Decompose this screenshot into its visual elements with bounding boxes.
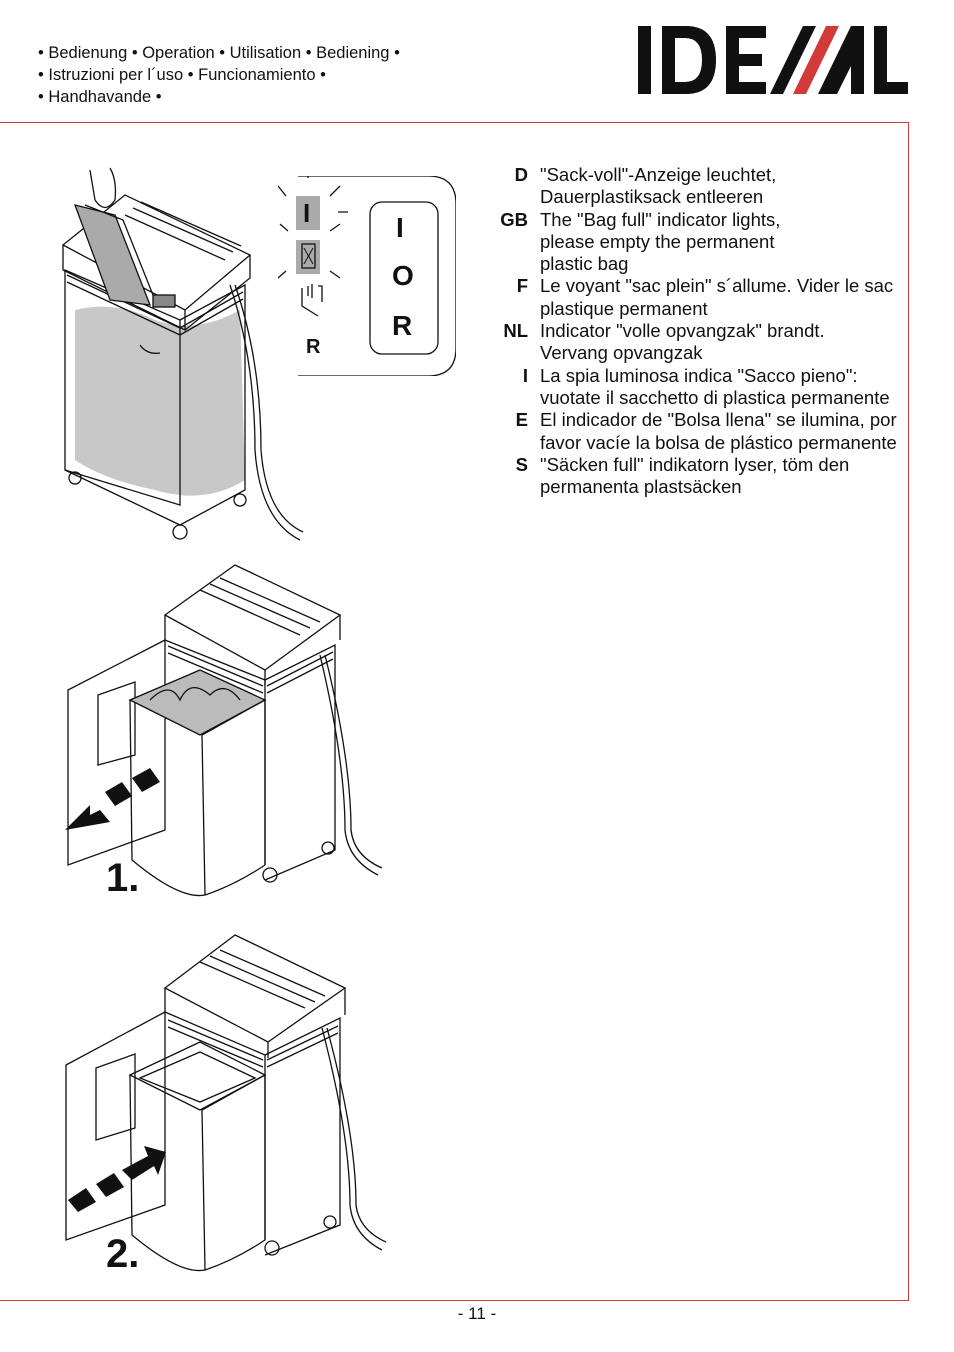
switch-position-o: O: [392, 260, 414, 291]
instruction-text: Le voyant "sac plein" s´allume. Vider le…: [540, 275, 894, 319]
instruction-row: E El indicador de "Bolsa llena" se ilumi…: [496, 409, 906, 454]
language-code: D: [514, 164, 528, 185]
instruction-text: "Säcken full" indikatorn lyser, töm den …: [540, 453, 850, 498]
frame-top-line: [0, 122, 909, 123]
header-line-1: • Bedienung • Operation • Utilisation • …: [38, 44, 400, 62]
insert-bag-illustration: [65, 934, 387, 1272]
instruction-text: El indicador de "Bolsa llena" se ilumina…: [540, 409, 897, 453]
header-line-3: • Handhavande •: [38, 88, 162, 106]
control-panel: I R I O R: [278, 176, 456, 376]
control-panel-outline: [278, 176, 456, 376]
switch-position-r: R: [392, 310, 413, 341]
page-number: - 11 -: [457, 1304, 497, 1323]
instruction-text: La spia luminosa indica "Sacco pieno": v…: [540, 364, 890, 408]
instruction-row: NL Indicator "volle opvangzak" brandt. V…: [496, 320, 906, 365]
header-line-2: • Istruzioni per l´uso • Funcionamiento …: [38, 66, 326, 84]
instruction-row: D "Sack-voll"-Anzeige leuchtet, Dauerpla…: [496, 164, 906, 209]
remove-bag-illustration: [65, 564, 383, 897]
header-language-list: • Bedienung • Operation • Utilisation • …: [38, 42, 400, 108]
instruction-row: F Le voyant "sac plein" s´allume. Vider …: [496, 275, 906, 320]
switch-position-i: I: [396, 212, 404, 243]
ideal-logo: [638, 26, 908, 94]
language-code: NL: [503, 320, 528, 342]
language-code: I: [522, 364, 528, 386]
instruction-text: "Sack-voll"-Anzeige leuchtet, Dauerplast…: [540, 164, 777, 208]
instruction-row: I La spia luminosa indica "Sacco pieno":…: [496, 365, 906, 410]
language-code: F: [516, 275, 528, 297]
indicator-r-label: R: [306, 336, 321, 358]
instruction-text: The "Bag full" indicator lights, please …: [540, 208, 781, 275]
instruction-row: GB The "Bag full" indicator lights, plea…: [496, 209, 906, 276]
step-2-label: 2.: [106, 1232, 140, 1276]
frame-right-line: [908, 122, 909, 1301]
shredder-full-bag-illustration: [61, 167, 304, 541]
instruction-row: S "Säcken full" indikatorn lyser, töm de…: [496, 454, 906, 499]
language-code: GB: [500, 208, 528, 230]
language-code: E: [515, 409, 528, 431]
instruction-text: Indicator "volle opvangzak" brandt. Verv…: [540, 320, 825, 364]
indicator-i-label: I: [303, 198, 311, 228]
language-code: S: [515, 453, 528, 475]
frame-bottom-line: [0, 1300, 909, 1301]
bag-full-instructions: D "Sack-voll"-Anzeige leuchtet, Dauerpla…: [496, 164, 906, 498]
step-1-label: 1.: [106, 856, 140, 900]
